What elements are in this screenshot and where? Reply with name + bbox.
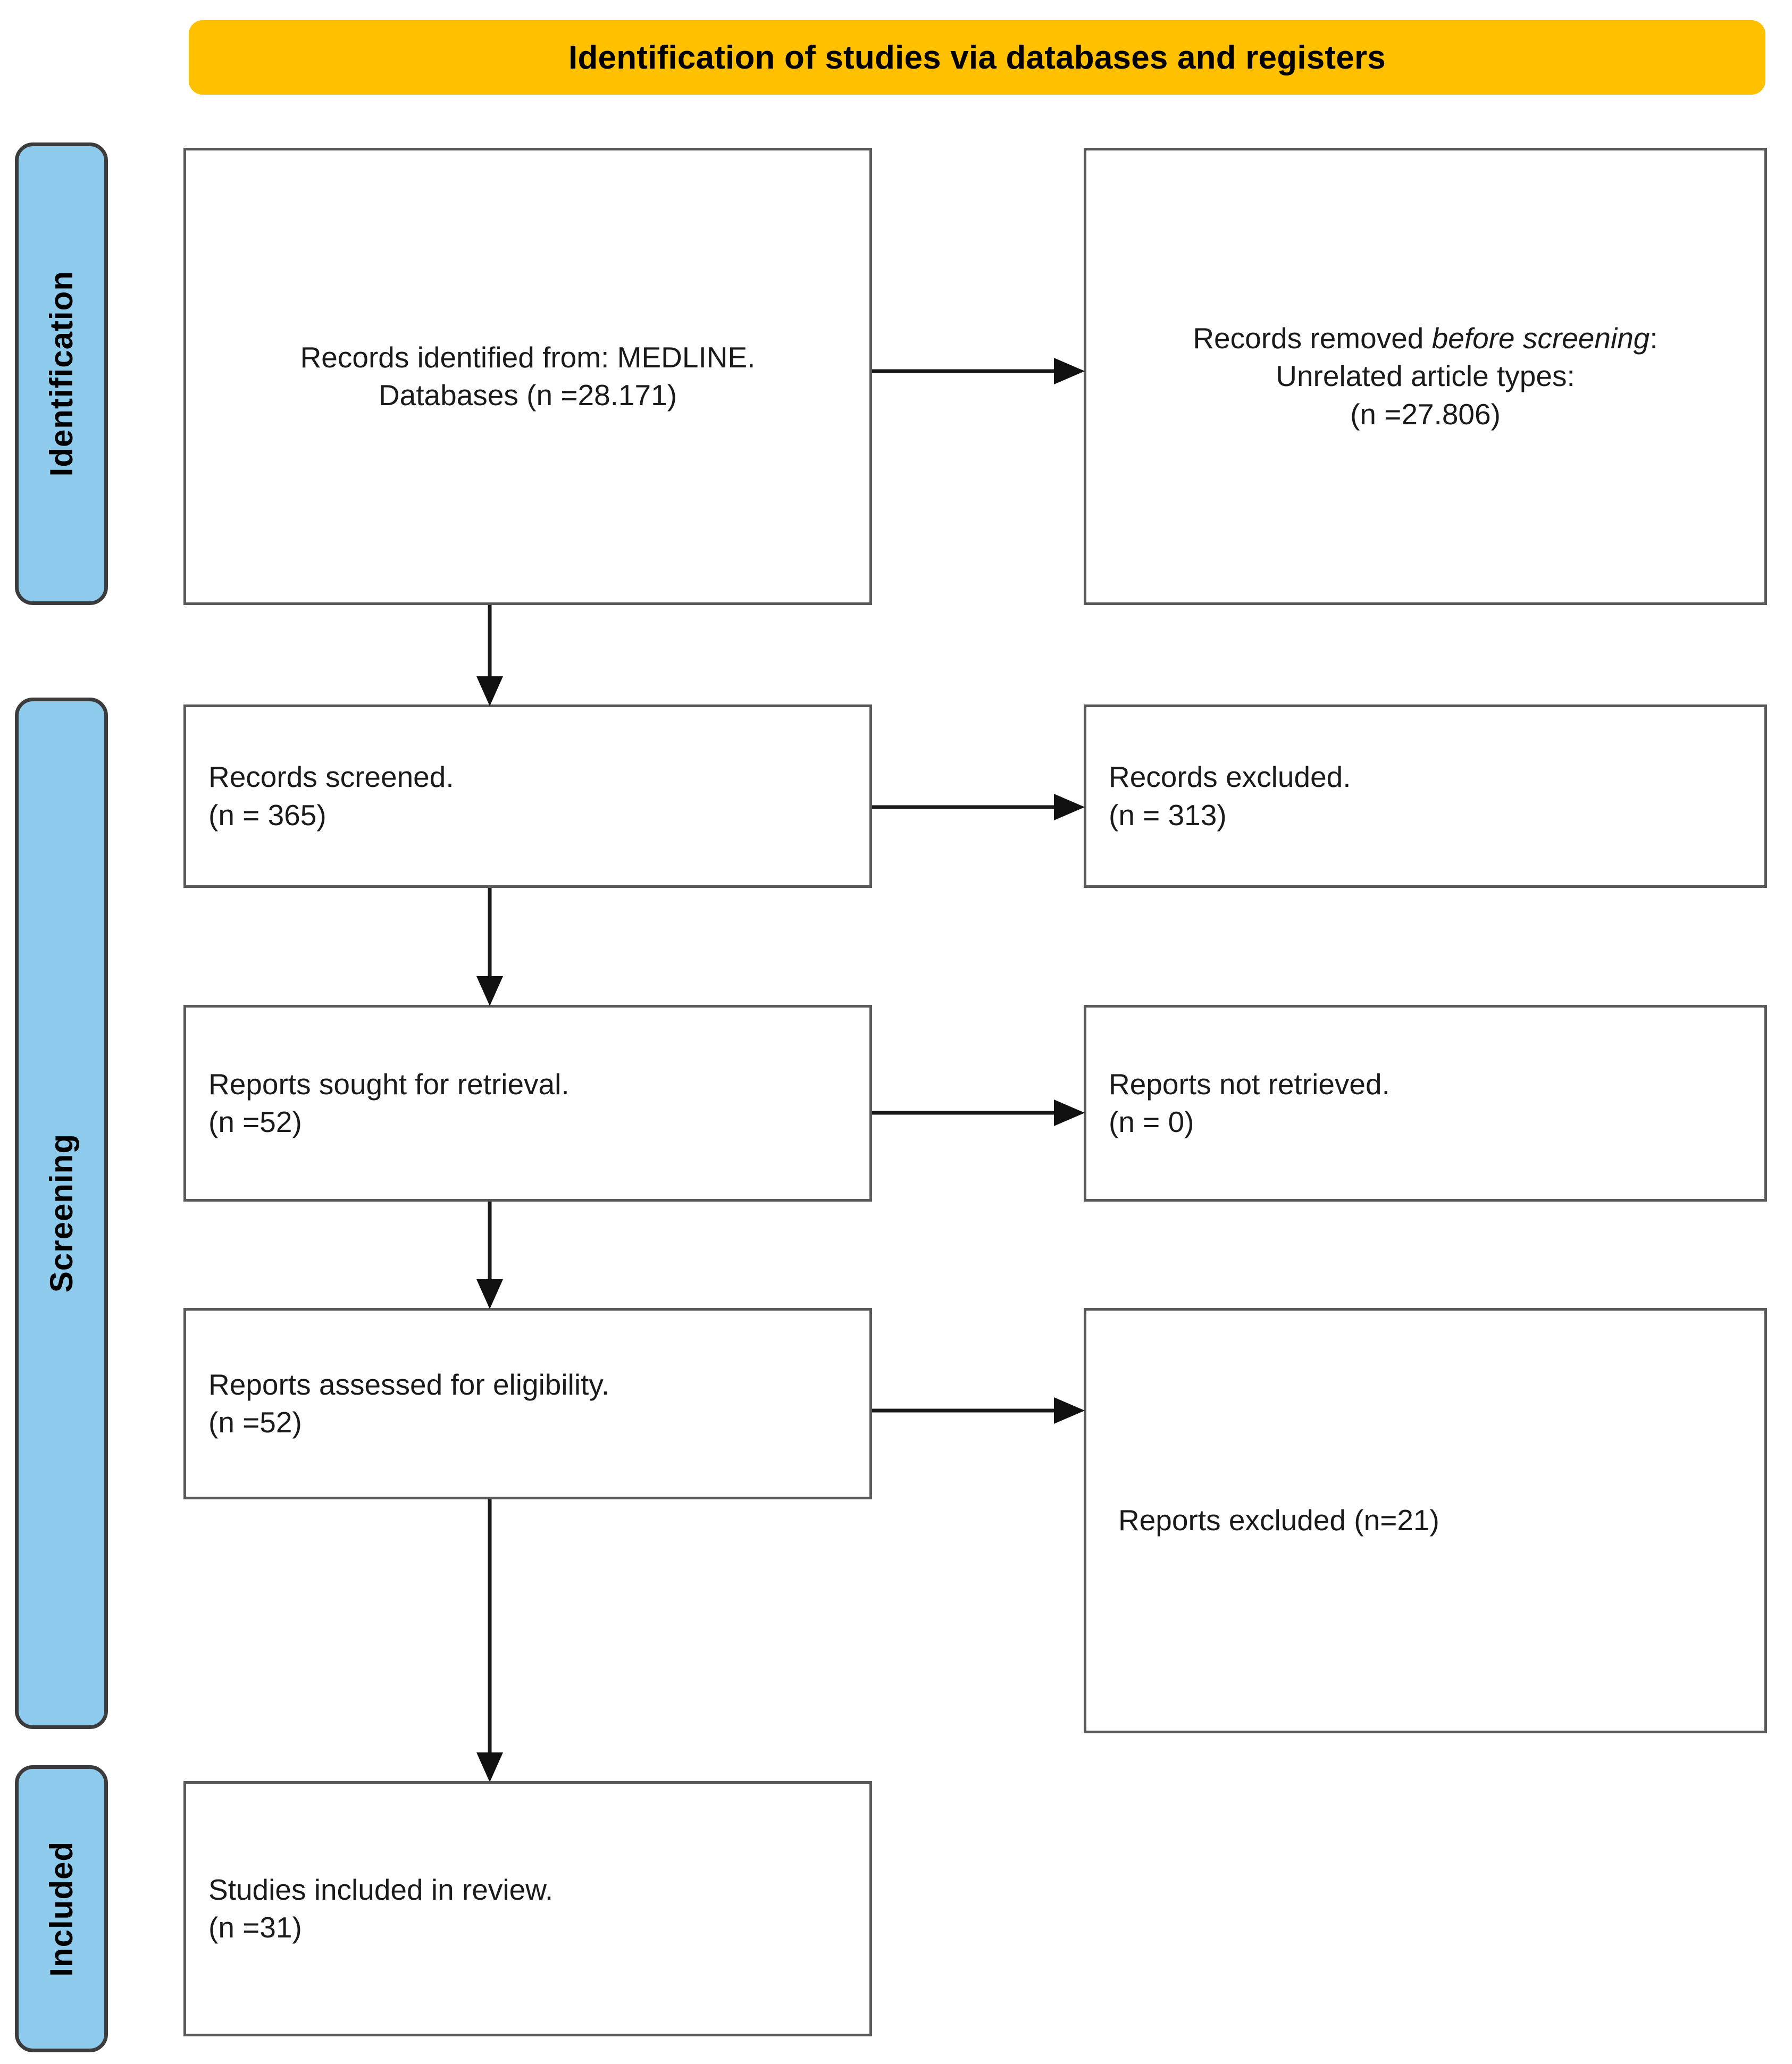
arrow-right-icon	[872, 1100, 1085, 1126]
stage-label-screening: Screening	[44, 1134, 79, 1293]
node-reports-assessed-text: Reports assessed for eligibility. (n =52)	[208, 1366, 847, 1442]
stage-label-identification: Identification	[44, 271, 79, 477]
node-reports-assessed-line1: Reports assessed for eligibility.	[208, 1367, 610, 1401]
node-records-screened-text: Records screened. (n = 365)	[208, 758, 847, 834]
node-records-removed-line2: Unrelated article types:	[1276, 359, 1575, 393]
connector-assessed-to-included	[475, 1499, 505, 1782]
node-records-screened-line2: (n = 365)	[208, 798, 326, 832]
node-reports-sought: Reports sought for retrieval. (n =52)	[183, 1005, 872, 1202]
diagram-header-banner: Identification of studies via databases …	[189, 20, 1765, 95]
connector-screened-to-sought	[475, 888, 505, 1006]
stage-label-included: Included	[44, 1841, 79, 1977]
connector-assessed-to-reports-excluded	[872, 1396, 1085, 1425]
connector-screened-to-records-excluded	[872, 792, 1085, 822]
stage-bar-included: Included	[15, 1765, 108, 2052]
node-records-excluded-text: Records excluded. (n = 313)	[1109, 758, 1742, 834]
node-reports-assessed: Reports assessed for eligibility. (n =52)	[183, 1308, 872, 1499]
node-records-screened-line1: Records screened.	[208, 760, 454, 793]
node-records-removed-line1-emphasis: before screening	[1431, 321, 1650, 355]
connector-sought-to-assessed	[475, 1202, 505, 1309]
node-records-excluded-line1: Records excluded.	[1109, 760, 1351, 793]
node-records-removed-line3: (n =27.806)	[1350, 397, 1501, 431]
node-records-removed: Records removed before screening: Unrelat…	[1084, 148, 1767, 605]
diagram-title: Identification of studies via databases …	[568, 39, 1386, 76]
node-studies-included-line1: Studies included in review.	[208, 1873, 554, 1906]
node-reports-sought-line2: (n =52)	[208, 1105, 302, 1138]
node-records-identified-text: Records identified from: MEDLINE. Databas…	[208, 339, 847, 415]
node-records-excluded-line2: (n = 313)	[1109, 798, 1227, 832]
stage-bar-identification: Identification	[15, 142, 108, 605]
connector-identified-to-removed	[872, 356, 1085, 386]
node-records-removed-line1-prefix: Records removed	[1193, 321, 1432, 355]
connector-sought-to-not-retrieved	[872, 1098, 1085, 1128]
node-records-identified-line2: Databases (n =28.171)	[378, 379, 677, 412]
stage-bar-screening: Screening	[15, 698, 108, 1729]
node-records-excluded: Records excluded. (n = 313)	[1084, 704, 1767, 888]
node-reports-excluded-text: Reports excluded (n=21)	[1118, 1504, 1439, 1537]
node-records-identified-line1: Records identified from: MEDLINE.	[300, 340, 756, 374]
node-studies-included-line2: (n =31)	[208, 1911, 302, 1944]
node-reports-sought-text: Reports sought for retrieval. (n =52)	[208, 1065, 847, 1142]
arrow-right-icon	[872, 1397, 1085, 1424]
arrow-down-icon	[476, 605, 503, 706]
arrow-down-icon	[476, 1202, 503, 1309]
node-reports-not-retrieved-line1: Reports not retrieved.	[1109, 1067, 1390, 1101]
node-studies-included-text: Studies included in review. (n =31)	[208, 1871, 847, 1947]
node-records-removed-text: Records removed before screening: Unrelat…	[1109, 320, 1742, 434]
arrow-down-icon	[476, 1499, 503, 1782]
connector-identified-to-screened	[475, 605, 505, 706]
node-reports-not-retrieved: Reports not retrieved. (n = 0)	[1084, 1005, 1767, 1202]
arrow-down-icon	[476, 888, 503, 1006]
node-records-identified: Records identified from: MEDLINE. Databas…	[183, 148, 872, 605]
node-reports-sought-line1: Reports sought for retrieval.	[208, 1067, 570, 1101]
node-reports-not-retrieved-text: Reports not retrieved. (n = 0)	[1109, 1065, 1742, 1142]
node-records-screened: Records screened. (n = 365)	[183, 704, 872, 888]
node-reports-not-retrieved-line2: (n = 0)	[1109, 1105, 1194, 1138]
node-reports-excluded: Reports excluded (n=21)	[1084, 1308, 1767, 1733]
node-records-removed-line1-suffix: :	[1649, 321, 1658, 355]
node-studies-included: Studies included in review. (n =31)	[183, 1781, 872, 2036]
arrow-right-icon	[872, 358, 1085, 384]
node-reports-assessed-line2: (n =52)	[208, 1406, 302, 1439]
arrow-right-icon	[872, 794, 1085, 820]
